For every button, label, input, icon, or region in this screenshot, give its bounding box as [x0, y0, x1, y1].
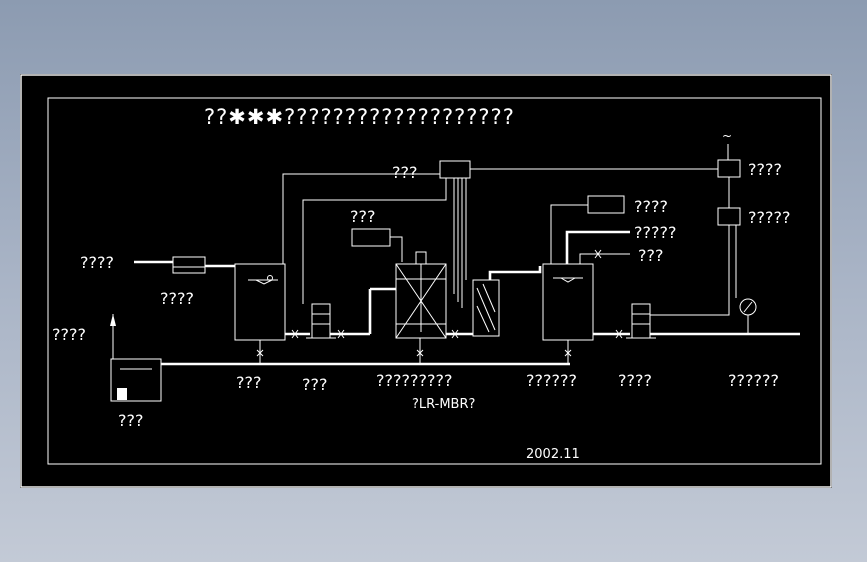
process-flow-diagram: ??✱✱✱??????????????????? 2002.11 ?LR-MBR… [20, 74, 832, 488]
label-b3: ????????? [376, 371, 452, 390]
controller-right-box [717, 159, 741, 178]
right-label-b: ????? [634, 223, 676, 242]
level-sensor-icon [267, 275, 273, 281]
valve4-icon [615, 329, 623, 339]
signal-line-pump1 [302, 178, 447, 304]
dosing-label: ??? [350, 207, 375, 226]
sludge-tank-label: ??? [118, 411, 143, 430]
clean-tank-drain-valve-icon [564, 349, 572, 357]
inflow-label: ???? [80, 253, 114, 272]
pipe-right-c [579, 253, 630, 264]
process-name: ?LR-MBR? [412, 397, 475, 412]
reactor-motor-icon [415, 251, 427, 265]
outer-frame [20, 74, 832, 488]
label-b1: ??? [236, 373, 261, 392]
controller-label: ??? [392, 163, 417, 182]
controller-right2-box [717, 207, 741, 226]
right-label-c: ??? [638, 246, 663, 265]
label-b2: ??? [302, 375, 327, 394]
membrane-hatch-b [482, 283, 496, 313]
controller-right2-label: ????? [748, 208, 790, 227]
label-b6: ?????? [728, 371, 779, 390]
valve2-icon [337, 329, 345, 339]
valve3-icon [451, 329, 459, 339]
controller-right-label: ???? [748, 160, 782, 179]
flow-meter-box [172, 256, 206, 274]
pipe-right-b [565, 230, 630, 264]
membrane-hatch-a [476, 287, 496, 331]
reactor-drain-valve-icon [416, 349, 424, 357]
vent-arrow-icon [110, 314, 116, 326]
tank-level-mark [255, 279, 273, 285]
right-label-a: ???? [634, 197, 668, 216]
gauge-needle [743, 301, 753, 313]
right-dosing-box [587, 195, 625, 214]
pipe-to-box-a [550, 204, 588, 264]
pump1-icon [311, 303, 331, 339]
pump2-icon [631, 303, 651, 339]
inner-frame [47, 97, 822, 465]
drawing-canvas[interactable]: ??✱✱✱??????????????????? 2002.11 ?LR-MBR… [20, 74, 832, 488]
label-b5: ???? [618, 371, 652, 390]
clean-water-tank [542, 263, 594, 341]
label-b4: ?????? [526, 371, 577, 390]
controller-box [439, 160, 471, 179]
flow-meter-label: ???? [160, 289, 194, 308]
signal-line-pump2 [650, 225, 730, 316]
dosing-line [390, 236, 403, 262]
drawing-title: ??✱✱✱??????????????????? [204, 105, 515, 129]
drain-valve-icon [256, 349, 264, 357]
left-top-label: ???? [52, 325, 86, 344]
dosing-box [351, 228, 391, 247]
drawing-date: 2002.11 [526, 447, 580, 462]
clean-tank-level-mark [560, 277, 576, 283]
pipe-membrane-to-tank [488, 266, 542, 280]
membrane-hatch-c [476, 305, 490, 333]
signal-wave-icon: ~ [722, 129, 732, 143]
regulating-tank [234, 263, 286, 341]
submersible-pump-icon [117, 388, 127, 400]
valve-right-c-icon [594, 249, 602, 259]
valve1-icon [291, 329, 299, 339]
